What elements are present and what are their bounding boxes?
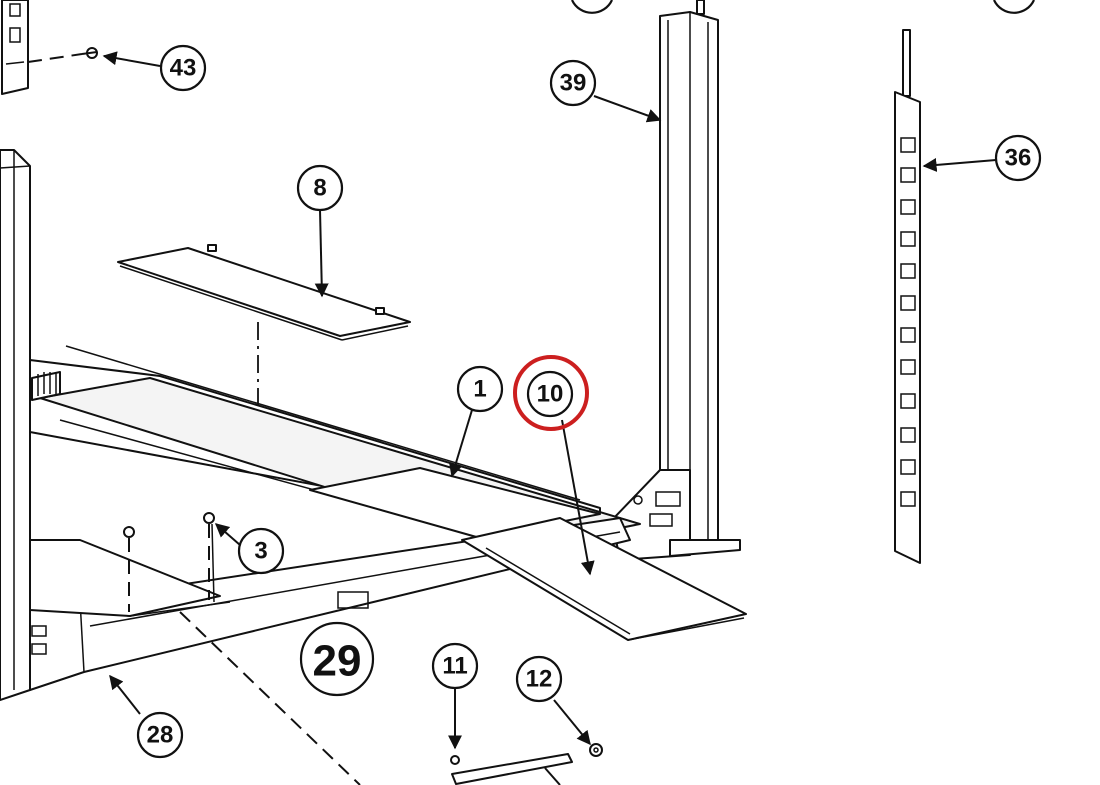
callout-cut-off-top-1: [571, 0, 613, 14]
crossbeam: [29, 517, 631, 691]
callout-28: 28: [136, 711, 184, 759]
callout-label: 36: [1005, 145, 1032, 172]
callout-label: 39: [560, 70, 587, 97]
section-label: 29: [313, 637, 362, 686]
approach-ramp: [461, 517, 747, 641]
callout-10: 10: [526, 370, 574, 418]
callout-11: 11: [431, 642, 479, 690]
bolt-43: [81, 47, 98, 59]
left-post: [0, 149, 31, 701]
callout-leaders: [102, 51, 997, 785]
callout-1: 1: [456, 365, 504, 413]
callout-36: 36: [994, 134, 1042, 182]
nut-12: [589, 743, 603, 757]
right-post: [611, 0, 741, 561]
callout-label: 8: [313, 175, 326, 202]
callout-label: 28: [147, 722, 174, 749]
slotted-ladder: [894, 29, 921, 564]
callout-label: 10: [537, 381, 564, 408]
highlight-ring: [513, 355, 589, 431]
section-29: 29: [299, 621, 375, 697]
assembly-axis-line: [179, 611, 361, 785]
callout-label: 1: [473, 376, 486, 403]
lock-pins: [123, 512, 215, 612]
callout-43: 43: [159, 44, 207, 92]
runway-platform: [29, 345, 641, 553]
upper-left-bracket-plate: [1, 0, 98, 95]
callout-label: 43: [170, 55, 197, 82]
cable-rod: [450, 753, 573, 785]
ladder-slots: [900, 137, 916, 507]
callout-3: 3: [237, 527, 285, 575]
callout-label: 3: [254, 538, 267, 565]
callout-label: 11: [442, 653, 467, 680]
callout-8: 8: [296, 164, 344, 212]
callout-cut-off-top-2: [993, 0, 1035, 14]
callout-12: 12: [515, 655, 563, 703]
callout-39: 39: [549, 59, 597, 107]
callout-label: 12: [526, 666, 553, 693]
